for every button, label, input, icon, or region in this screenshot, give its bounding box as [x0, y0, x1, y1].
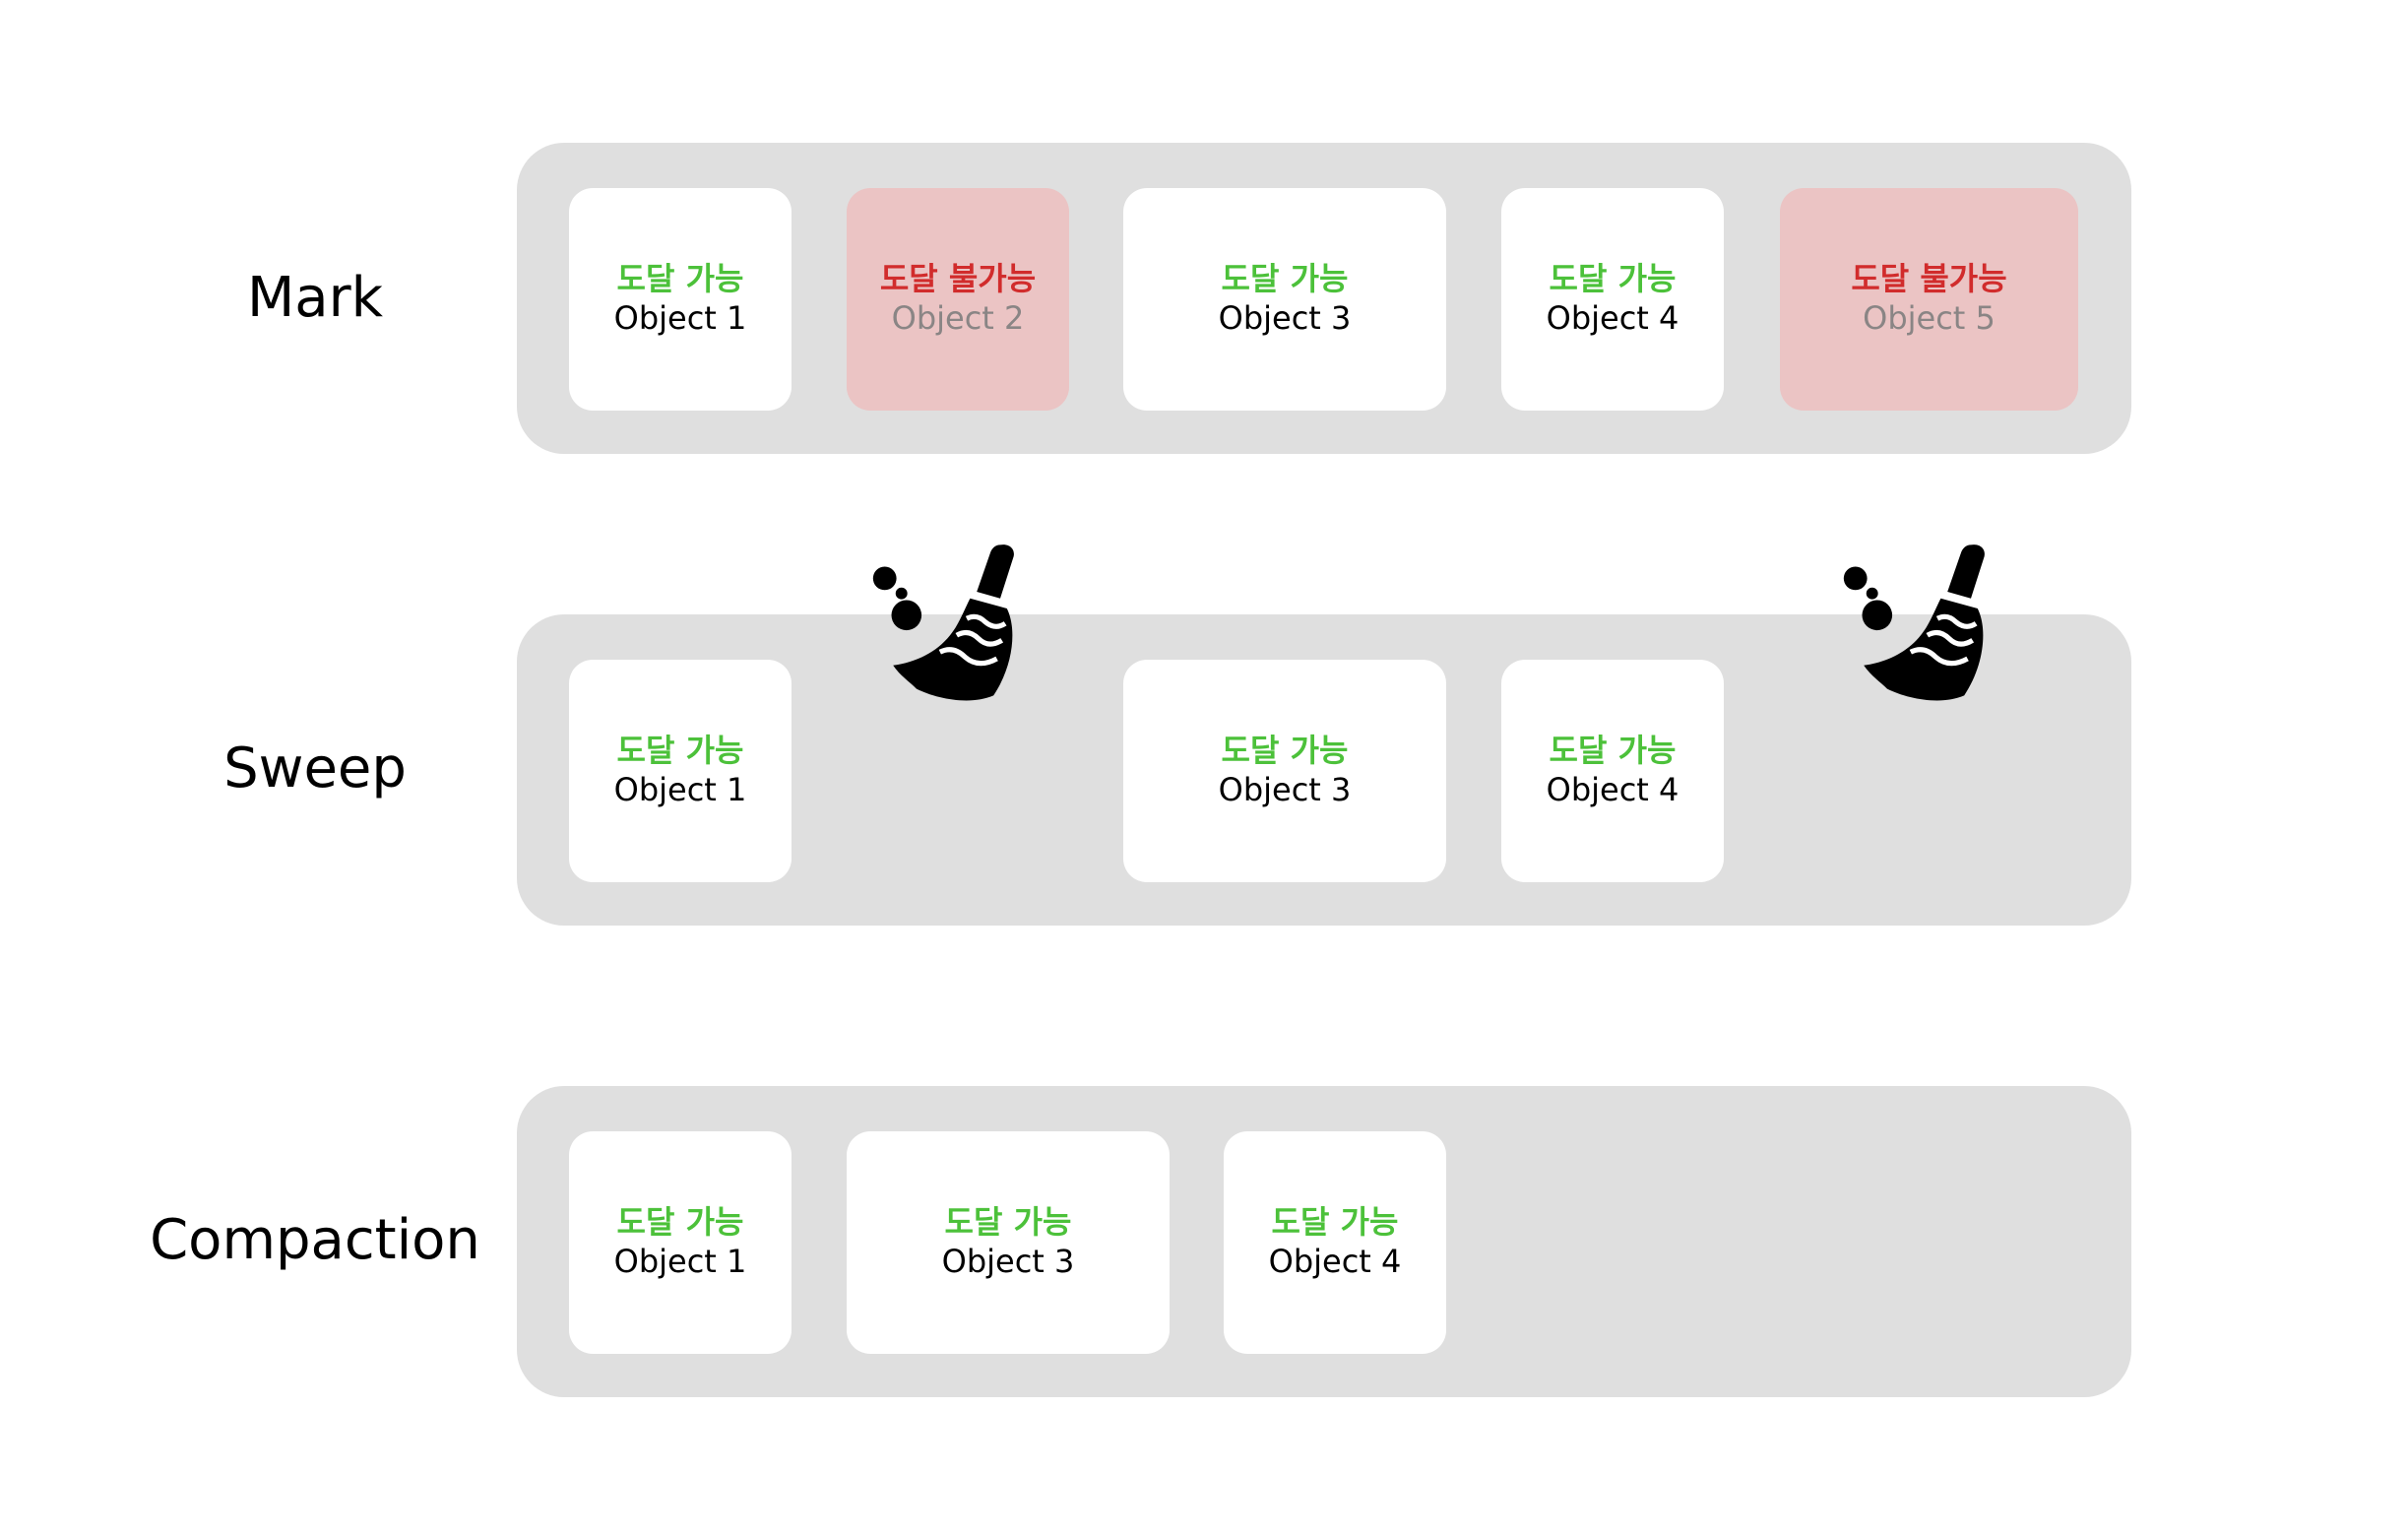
object-status: 도달 불가능 — [879, 260, 1037, 298]
object-name: Object 1 — [613, 299, 747, 338]
object-status: 도달 불가능 — [1851, 260, 2007, 298]
stage-label-mark: Mark — [246, 266, 384, 330]
object-status: 도달 가능 — [1221, 260, 1349, 298]
object-status: 도달 가능 — [944, 1203, 1072, 1242]
object-name: Object 1 — [613, 771, 747, 809]
object-card-1: 도달 가능 Object 1 — [569, 1131, 792, 1354]
object-card-1: 도달 가능 Object 1 — [569, 188, 792, 411]
object-status: 도달 가능 — [616, 260, 744, 298]
broom-icon — [1843, 544, 1985, 701]
broom-icon — [872, 544, 1014, 701]
stage-label-compaction: Compaction — [150, 1208, 480, 1272]
object-card-2: 도달 불가능 Object 2 — [847, 188, 1069, 411]
object-status: 도달 가능 — [1549, 260, 1677, 298]
lane-mark: 도달 가능 Object 1 도달 불가능 Object 2 도달 가능 Obj… — [517, 143, 2131, 454]
object-status: 도달 가능 — [616, 1203, 744, 1242]
object-card-1: 도달 가능 Object 1 — [569, 660, 792, 882]
object-card-3: 도달 가능 Object 3 — [847, 1131, 1170, 1354]
object-card-4: 도달 가능 Object 4 — [1501, 660, 1724, 882]
object-name: Object 5 — [1863, 299, 1996, 338]
object-name: Object 3 — [941, 1243, 1075, 1281]
object-name: Object 3 — [1218, 299, 1352, 338]
object-status: 도달 가능 — [1221, 732, 1349, 770]
object-card-4: 도달 가능 Object 4 — [1224, 1131, 1446, 1354]
object-card-4: 도달 가능 Object 4 — [1501, 188, 1724, 411]
object-name: Object 1 — [613, 1243, 747, 1281]
object-name: Object 2 — [891, 299, 1025, 338]
object-card-5: 도달 불가능 Object 5 — [1780, 188, 2078, 411]
object-name: Object 3 — [1218, 771, 1352, 809]
object-card-3: 도달 가능 Object 3 — [1123, 660, 1446, 882]
object-status: 도달 가능 — [616, 732, 744, 770]
object-card-3: 도달 가능 Object 3 — [1123, 188, 1446, 411]
object-name: Object 4 — [1546, 299, 1679, 338]
stage-label-sweep: Sweep — [223, 736, 407, 800]
object-name: Object 4 — [1268, 1243, 1402, 1281]
object-name: Object 4 — [1546, 771, 1679, 809]
object-status: 도달 가능 — [1271, 1203, 1399, 1242]
lane-compaction: 도달 가능 Object 1 도달 가능 Object 3 도달 가능 Obje… — [517, 1086, 2131, 1397]
lane-sweep: 도달 가능 Object 1 도달 가능 Object 3 도달 가능 Obje… — [517, 614, 2131, 926]
object-status: 도달 가능 — [1549, 732, 1677, 770]
